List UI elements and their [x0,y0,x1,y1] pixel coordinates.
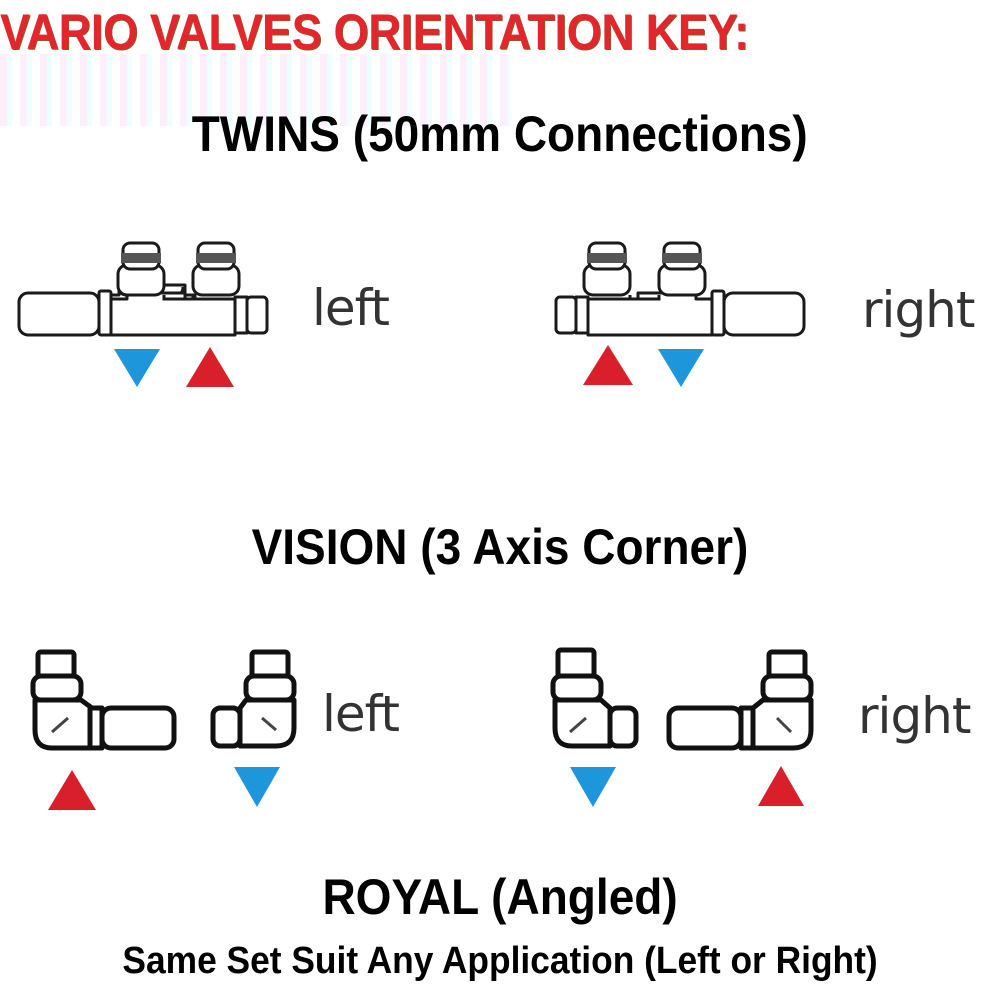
twins-right-valve-icon [554,241,806,337]
vision-right-red-up-arrow-icon [758,766,804,806]
twins-left-valve-icon [17,241,269,337]
vision-left-blue-down-arrow-icon [234,767,280,807]
royal-section-title: ROYAL (Angled) [322,869,678,925]
vision-right-label: right [858,687,971,745]
vision-left-corner-valve-icon [210,649,297,749]
vision-left-corner-valve-with-pipe-icon [30,649,177,751]
twins-left-red-up-arrow-icon [186,347,234,387]
twins-left-label: left [312,279,390,337]
royal-subtitle: Same Set Suit Any Application (Left or R… [122,940,878,982]
vision-right-corner-valve-with-pipe-icon [666,649,814,751]
twins-right-red-up-arrow-icon [583,345,633,385]
page-title: VARIO VALVES ORIENTATION KEY: [0,4,749,60]
twins-right-label: right [862,281,975,339]
vision-right-blue-down-arrow-icon [570,767,616,807]
twins-left-blue-down-arrow-icon [114,349,160,387]
vision-section-title: VISION (3 Axis Corner) [251,519,749,575]
twins-section-title: TWINS (50mm Connections) [192,106,808,162]
vision-right-corner-valve-icon [550,647,639,749]
ghost-text-artifact [0,54,510,126]
vision-left-red-up-arrow-icon [48,770,96,810]
vision-left-label: left [322,685,400,743]
twins-right-blue-down-arrow-icon [658,349,704,387]
